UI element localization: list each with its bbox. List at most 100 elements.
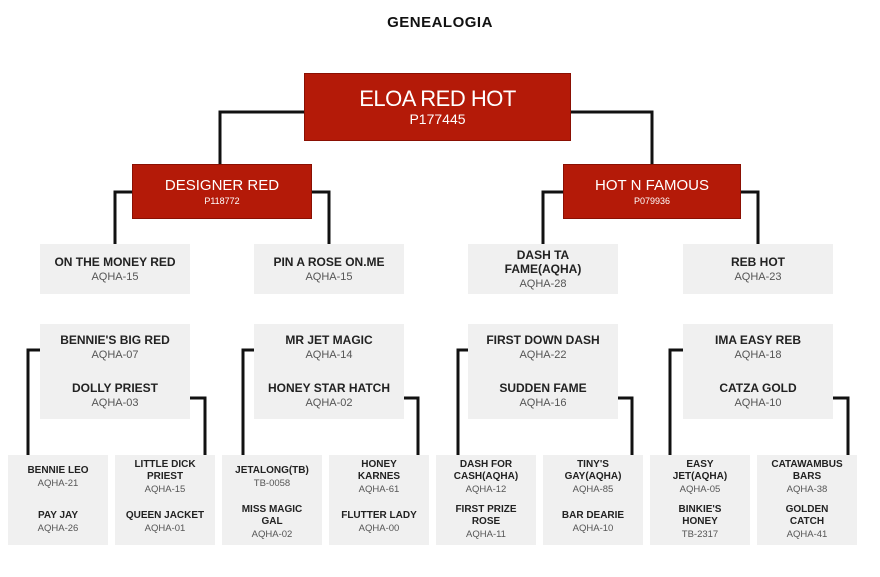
gen4-bottom-name: PAY JAY bbox=[37, 510, 79, 521]
gen4-box[interactable]: JETALONG(TB) TB-0058 MISS MAGIC GAL AQHA… bbox=[222, 455, 322, 545]
gen2-name: REB HOT bbox=[731, 254, 785, 269]
gen4-top[interactable]: CATAWAMBUS BARS AQHA-38 bbox=[757, 455, 857, 500]
connector-line bbox=[218, 110, 304, 164]
gen2-name: PIN A ROSE ON.ME bbox=[273, 254, 385, 269]
gen4-bottom[interactable]: BAR DEARIE AQHA-10 bbox=[543, 500, 643, 545]
gen4-top[interactable]: DASH FOR CASH(AQHA) AQHA-12 bbox=[436, 455, 536, 500]
connector-line bbox=[113, 190, 132, 244]
gen2-code: AQHA-15 bbox=[305, 270, 353, 283]
gen3-top[interactable]: FIRST DOWN DASH AQHA-22 bbox=[468, 324, 618, 372]
gen3-top[interactable]: IMA EASY REB AQHA-18 bbox=[683, 324, 833, 372]
page-title: GENEALOGIA bbox=[387, 14, 493, 31]
gen2-box[interactable]: PIN A ROSE ON.ME AQHA-15 bbox=[254, 244, 404, 294]
gen4-bottom[interactable]: MISS MAGIC GAL AQHA-02 bbox=[222, 500, 322, 545]
gen3-top[interactable]: MR JET MAGIC AQHA-14 bbox=[254, 324, 404, 372]
gen4-box[interactable]: HONEY KARNES AQHA-61 FLUTTER LADY AQHA-0… bbox=[329, 455, 429, 545]
gen3-top-name: BENNIE'S BIG RED bbox=[60, 333, 170, 348]
gen4-bottom-name: FIRST PRIZE ROSE bbox=[455, 504, 517, 527]
gen4-top-code: AQHA-85 bbox=[572, 484, 614, 495]
gen4-box[interactable]: TINY'S GAY(AQHA) AQHA-85 BAR DEARIE AQHA… bbox=[543, 455, 643, 545]
gen4-bottom[interactable]: BINKIE'S HONEY TB-2317 bbox=[650, 500, 750, 545]
gen4-top[interactable]: JETALONG(TB) TB-0058 bbox=[222, 455, 322, 500]
gen4-top-name: LITTLE DICK PRIEST bbox=[134, 459, 196, 482]
gen4-bottom-code: TB-2317 bbox=[681, 529, 719, 540]
gen2-code: AQHA-28 bbox=[519, 277, 567, 290]
connector-line bbox=[404, 396, 420, 455]
gen3-box[interactable]: IMA EASY REB AQHA-18 CATZA GOLD AQHA-10 bbox=[683, 324, 833, 419]
gen3-bottom[interactable]: HONEY STAR HATCH AQHA-02 bbox=[254, 372, 404, 420]
gen4-box[interactable]: EASY JET(AQHA) AQHA-05 BINKIE'S HONEY TB… bbox=[650, 455, 750, 545]
gen4-bottom-name: BINKIE'S HONEY bbox=[678, 504, 722, 527]
gen4-top-name: DASH FOR CASH(AQHA) bbox=[453, 459, 519, 482]
gen4-top-code: AQHA-38 bbox=[786, 484, 828, 495]
gen3-top-name: IMA EASY REB bbox=[714, 333, 801, 348]
dam-name: HOT N FAMOUS bbox=[595, 176, 709, 194]
gen4-bottom[interactable]: FIRST PRIZE ROSE AQHA-11 bbox=[436, 500, 536, 545]
gen4-top-code: AQHA-12 bbox=[465, 484, 507, 495]
gen4-box[interactable]: BENNIE LEO AQHA-21 PAY JAY AQHA-26 bbox=[8, 455, 108, 545]
gen4-top[interactable]: BENNIE LEO AQHA-21 bbox=[8, 455, 108, 500]
gen3-bottom-name: DOLLY PRIEST bbox=[71, 380, 159, 395]
gen2-name: ON THE MONEY RED bbox=[54, 254, 176, 269]
sire-box[interactable]: DESIGNER RED P118772 bbox=[132, 164, 312, 219]
root-horse[interactable]: ELOA RED HOT P177445 bbox=[304, 73, 571, 141]
gen3-bottom[interactable]: SUDDEN FAME AQHA-16 bbox=[468, 372, 618, 420]
gen4-bottom-code: AQHA-26 bbox=[37, 523, 79, 534]
gen2-name: DASH TA FAME(AQHA) bbox=[504, 247, 582, 276]
gen4-bottom-name: BAR DEARIE bbox=[561, 510, 625, 521]
gen3-top-name: MR JET MAGIC bbox=[285, 333, 373, 348]
gen2-box[interactable]: ON THE MONEY RED AQHA-15 bbox=[40, 244, 190, 294]
gen3-bottom[interactable]: DOLLY PRIEST AQHA-03 bbox=[40, 372, 190, 420]
gen3-top-code: AQHA-14 bbox=[305, 349, 353, 362]
connector-line bbox=[456, 348, 468, 455]
gen3-bottom[interactable]: CATZA GOLD AQHA-10 bbox=[683, 372, 833, 420]
gen4-bottom[interactable]: QUEEN JACKET AQHA-01 bbox=[115, 500, 215, 545]
sire-code: P118772 bbox=[204, 195, 240, 206]
gen3-top-name: FIRST DOWN DASH bbox=[486, 333, 600, 348]
gen4-bottom-code: AQHA-00 bbox=[358, 523, 400, 534]
connector-line bbox=[312, 190, 331, 244]
gen3-bottom-code: AQHA-02 bbox=[305, 396, 353, 409]
gen3-box[interactable]: FIRST DOWN DASH AQHA-22 SUDDEN FAME AQHA… bbox=[468, 324, 618, 419]
gen4-bottom[interactable]: GOLDEN CATCH AQHA-41 bbox=[757, 500, 857, 545]
connector-line bbox=[833, 396, 850, 455]
sire-name: DESIGNER RED bbox=[164, 176, 280, 194]
gen3-bottom-code: AQHA-10 bbox=[734, 396, 782, 409]
gen4-bottom-name: GOLDEN CATCH bbox=[785, 504, 829, 527]
gen3-bottom-code: AQHA-16 bbox=[519, 396, 567, 409]
gen4-top-name: BENNIE LEO bbox=[27, 465, 89, 476]
gen4-top-code: TB-0058 bbox=[253, 478, 291, 489]
gen4-top[interactable]: LITTLE DICK PRIEST AQHA-15 bbox=[115, 455, 215, 500]
gen3-box[interactable]: MR JET MAGIC AQHA-14 HONEY STAR HATCH AQ… bbox=[254, 324, 404, 419]
gen4-bottom[interactable]: FLUTTER LADY AQHA-00 bbox=[329, 500, 429, 545]
gen4-bottom-code: AQHA-11 bbox=[466, 529, 506, 540]
gen3-bottom-name: CATZA GOLD bbox=[719, 380, 797, 395]
gen4-box[interactable]: CATAWAMBUS BARS AQHA-38 GOLDEN CATCH AQH… bbox=[757, 455, 857, 545]
gen4-bottom[interactable]: PAY JAY AQHA-26 bbox=[8, 500, 108, 545]
gen2-box[interactable]: REB HOT AQHA-23 bbox=[683, 244, 833, 294]
gen4-top-code: AQHA-15 bbox=[144, 484, 186, 495]
gen3-box[interactable]: BENNIE'S BIG RED AQHA-07 DOLLY PRIEST AQ… bbox=[40, 324, 190, 419]
gen3-top[interactable]: BENNIE'S BIG RED AQHA-07 bbox=[40, 324, 190, 372]
connector-line bbox=[668, 348, 683, 455]
gen4-top-name: CATAWAMBUS BARS bbox=[771, 459, 843, 482]
gen4-top-code: AQHA-05 bbox=[679, 484, 721, 495]
connector-line bbox=[618, 396, 634, 455]
gen2-box[interactable]: DASH TA FAME(AQHA) AQHA-28 bbox=[468, 244, 618, 294]
gen4-top[interactable]: HONEY KARNES AQHA-61 bbox=[329, 455, 429, 500]
gen4-top[interactable]: TINY'S GAY(AQHA) AQHA-85 bbox=[543, 455, 643, 500]
gen2-code: AQHA-15 bbox=[91, 270, 139, 283]
gen4-bottom-code: AQHA-01 bbox=[144, 523, 186, 534]
dam-box[interactable]: HOT N FAMOUS P079936 bbox=[563, 164, 741, 219]
gen4-box[interactable]: DASH FOR CASH(AQHA) AQHA-12 FIRST PRIZE … bbox=[436, 455, 536, 545]
gen4-box[interactable]: LITTLE DICK PRIEST AQHA-15 QUEEN JACKET … bbox=[115, 455, 215, 545]
gen4-top[interactable]: EASY JET(AQHA) AQHA-05 bbox=[650, 455, 750, 500]
connector-line bbox=[190, 396, 207, 455]
gen3-bottom-name: HONEY STAR HATCH bbox=[267, 380, 390, 395]
gen4-top-name: HONEY KARNES bbox=[357, 459, 401, 482]
gen4-bottom-code: AQHA-41 bbox=[786, 529, 828, 540]
connector-line bbox=[571, 110, 654, 164]
dam-code: P079936 bbox=[633, 195, 671, 206]
